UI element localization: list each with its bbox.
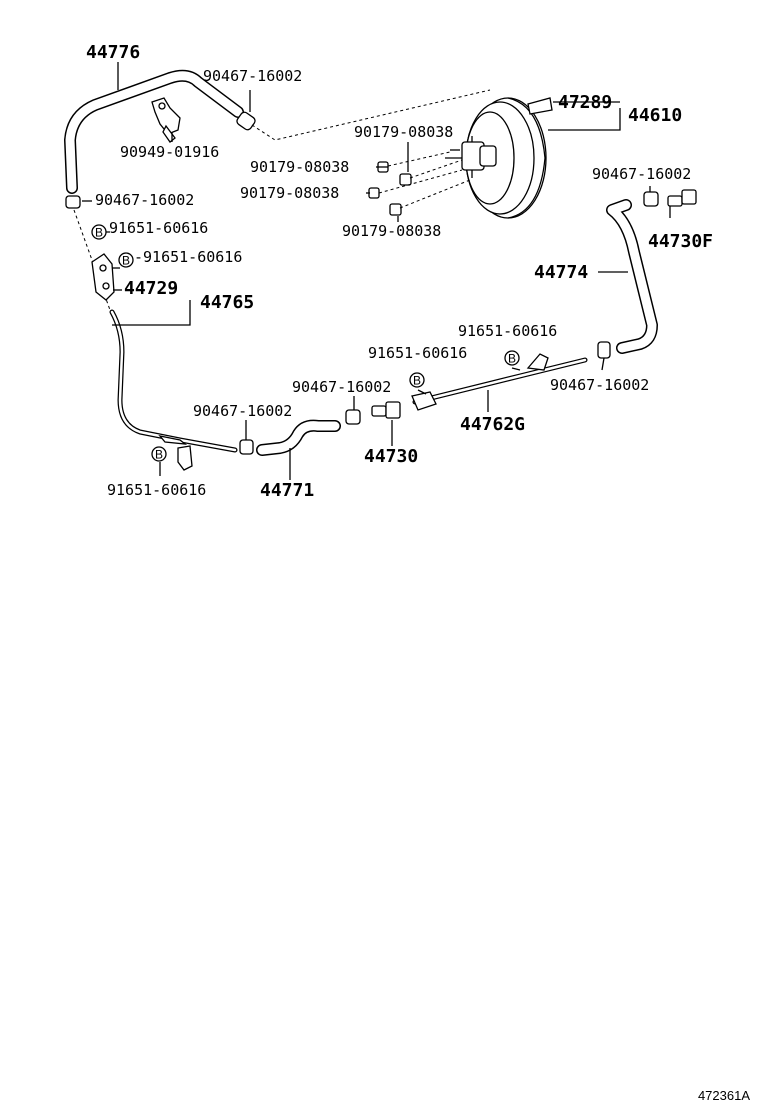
check-valve-44730F <box>667 189 697 207</box>
label-47289: 47289 <box>558 92 612 113</box>
brake-booster-44610 <box>445 97 547 219</box>
label-nut-2: 90179-08038 <box>250 158 349 176</box>
label-44776: 44776 <box>86 42 140 63</box>
hose-44774 <box>606 199 658 354</box>
label-clamp-left: 90467-16002 <box>95 191 194 209</box>
label-44610: 44610 <box>628 105 682 126</box>
nut-3 <box>368 187 380 199</box>
clamp-44771-left <box>239 439 254 455</box>
clamp-left <box>65 195 81 209</box>
label-nut-4: 90179-08038 <box>342 222 441 240</box>
label-clamp-44730: 90467-16002 <box>292 378 391 396</box>
bolt-marker-2: B <box>118 252 134 268</box>
check-valve-44730 <box>371 401 401 419</box>
svg-text:B: B <box>155 448 163 462</box>
bracket-44729 <box>91 253 115 301</box>
bolt-marker-5: B <box>151 446 167 462</box>
label-bolt-3: 91651-60616 <box>458 322 557 340</box>
label-bolt-5: 91651-60616 <box>107 481 206 499</box>
label-clamp-right: 90467-16002 <box>550 376 649 394</box>
label-44730F: 44730F <box>648 231 713 252</box>
hose-44776 <box>64 69 244 194</box>
nut-4 <box>389 203 402 216</box>
bolt-marker-1: B <box>91 224 107 240</box>
label-90949: 90949-01916 <box>120 143 219 161</box>
diagram-ref-code: 472361A <box>698 1088 750 1103</box>
label-44774: 44774 <box>534 262 588 283</box>
bracket-90949 <box>151 97 181 143</box>
nut-1 <box>399 173 412 186</box>
label-bolt-2: -91651-60616 <box>134 248 242 266</box>
clamp-right <box>597 341 611 359</box>
label-nut-1: 90179-08038 <box>354 123 453 141</box>
label-44729: 44729 <box>124 278 178 299</box>
svg-text:B: B <box>508 352 516 366</box>
label-44730: 44730 <box>364 446 418 467</box>
label-nut-3: 90179-08038 <box>240 184 339 202</box>
label-clamp-top: 90467-16002 <box>203 67 302 85</box>
label-44762G: 44762G <box>460 414 525 435</box>
svg-text:B: B <box>413 374 421 388</box>
gasket-47289 <box>527 97 553 115</box>
svg-text:B: B <box>95 226 103 240</box>
clamp-44730F <box>643 191 659 207</box>
label-clamp-44771-left: 90467-16002 <box>193 402 292 420</box>
hose-44771 <box>256 419 341 456</box>
label-44771: 44771 <box>260 480 314 501</box>
bolt-marker-3: B <box>504 350 520 366</box>
label-bolt-1: 91651-60616 <box>109 219 208 237</box>
svg-text:B: B <box>122 254 130 268</box>
pipe-44765 <box>109 309 238 471</box>
label-clamp-44730F: 90467-16002 <box>592 165 691 183</box>
label-bolt-4: 91651-60616 <box>368 344 467 362</box>
clamp-44730 <box>345 409 361 425</box>
bolt-marker-4: B <box>409 372 425 388</box>
label-44765: 44765 <box>200 292 254 313</box>
pipe-44762G <box>411 353 588 411</box>
